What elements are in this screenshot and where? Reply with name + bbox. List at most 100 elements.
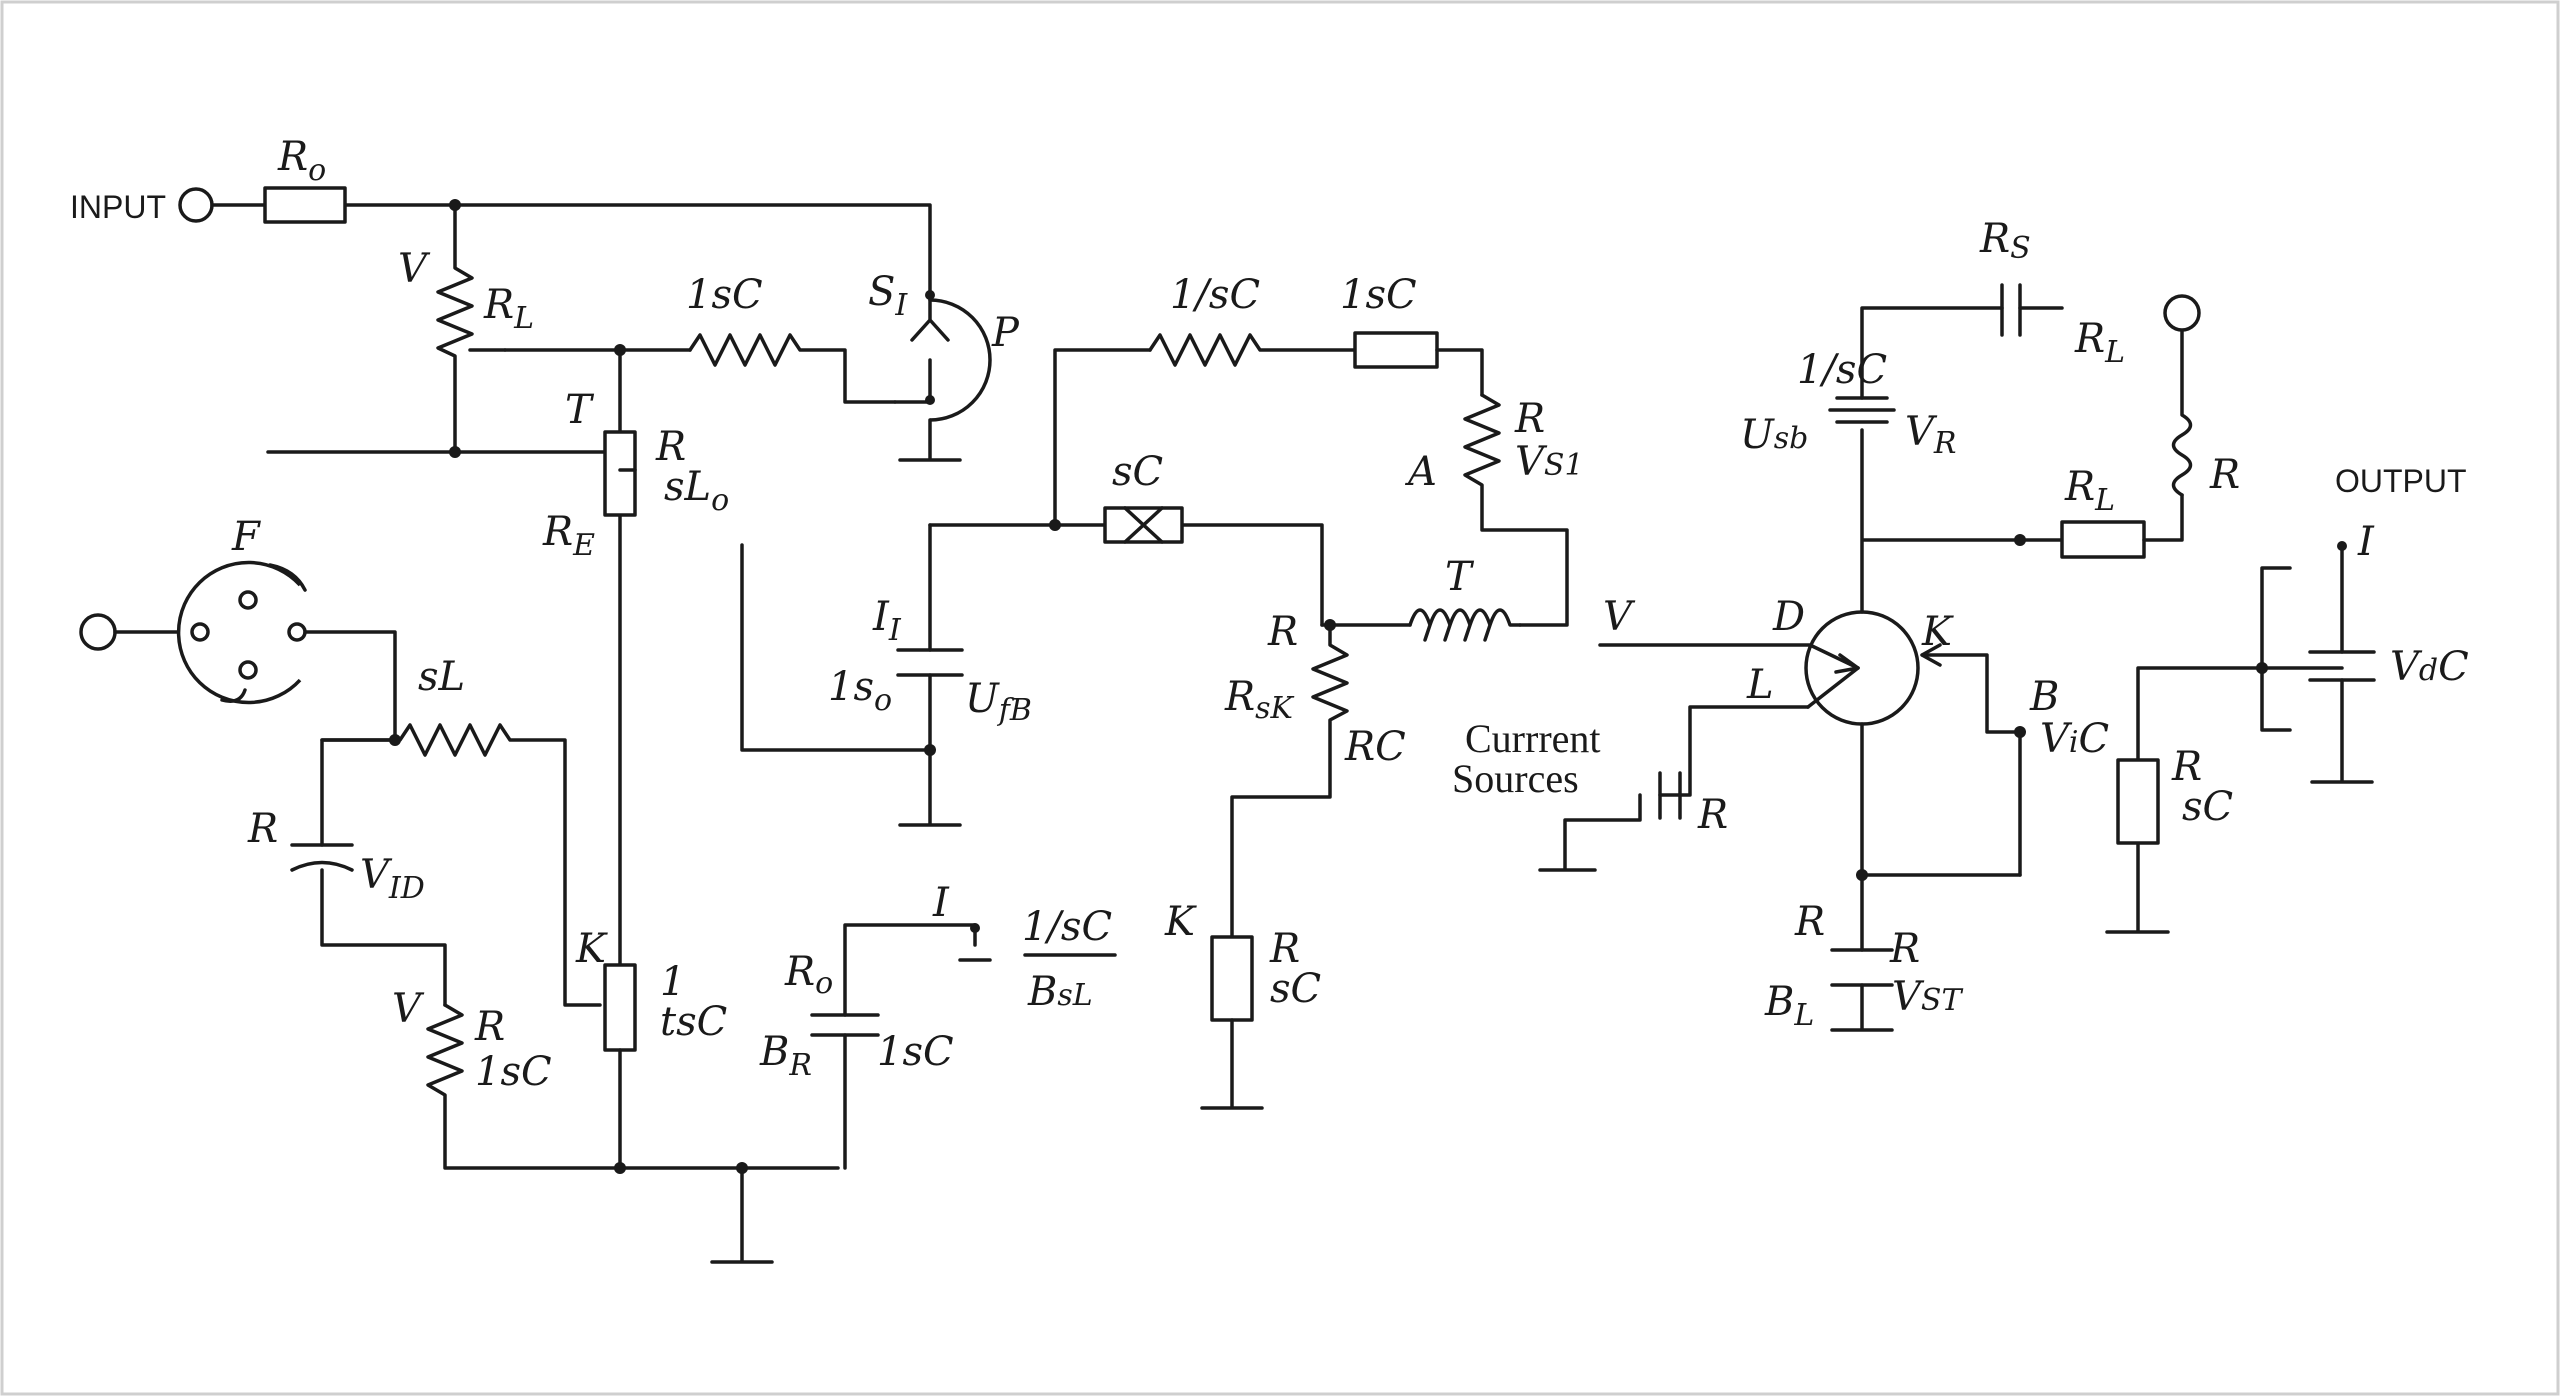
junction [970,923,980,933]
capacitor-b-r [810,1013,880,1037]
label-r-pot: R [1267,609,1298,655]
label-v-dc: VdC [2390,644,2469,690]
inductor-t [1408,608,1522,642]
label-r-bottom-right: R [1794,899,1825,945]
switch-contact [238,660,258,680]
wire [1920,643,1942,667]
input-terminal [178,187,214,223]
terminal-left [79,613,117,651]
resistor-1sc-top-mid [1353,331,1439,369]
label-1so: 1so [828,664,892,718]
wire [2142,493,2184,542]
potentiometer-k [603,963,637,1052]
wire [210,203,932,302]
wire [220,688,247,703]
label-v-bottom-left: V [392,986,425,1032]
label-r-mid: R [655,424,686,470]
capacitor-cs [1658,771,1682,820]
label-1sc-bottom: 1sC [877,1029,954,1075]
wire [910,298,950,342]
junction [736,1162,748,1174]
wire [928,348,1152,527]
label-b-right: B [2029,674,2059,720]
label-r-o: Ro [277,134,326,188]
junction [2337,541,2347,551]
junction [2014,726,2026,738]
wire [2310,548,2374,784]
junction [1856,869,1868,881]
wire [1923,653,2022,877]
resistor-r-o [263,186,347,224]
wire [1598,643,1860,670]
label-r-inductor: R [2209,452,2240,498]
wire [843,923,992,1170]
switch-contact [238,590,258,610]
label-u-sb: Usb [1740,412,1808,458]
label-v-st: VST [1892,974,1963,1020]
output-label: OUTPUT [2335,463,2467,499]
output-terminal-top [2163,294,2201,332]
wire [740,543,932,752]
label-i-output: I [2357,519,2375,565]
wire [1658,705,1810,797]
resistor-r-l-right [2060,520,2146,559]
label-p: P [991,310,1020,356]
capacitor-v-id [290,843,354,872]
label-u-fb: UfB [965,676,1032,728]
wire [1860,306,2064,400]
label-1-over-sc-top: 1/sC [1170,272,1260,318]
input-label: INPUT [70,189,166,225]
label-1sc-bottom-left: 1sC [475,1049,552,1095]
wire [1053,523,1324,627]
label-frac-den: BsL [1027,969,1093,1015]
potentiometer-r-sk [1230,623,1349,939]
wire [303,630,397,742]
label-d: D [1772,594,1805,640]
wire [320,738,447,1007]
label-t-mid: T [1445,554,1475,600]
label-r-right-top: R [1514,396,1545,442]
label-current-sources-1: Currrent [1465,716,1601,761]
label-t-left: T [565,387,595,433]
label-v-ic: ViC [2040,716,2109,762]
label-r-cs: R [1697,792,1728,838]
rotary-switch-f [176,560,302,705]
label-r-l: RL [483,282,534,336]
capacitor-r-s [2000,283,2022,337]
label-r-o-bottom: Ro [784,949,833,1001]
label-b-r: BR [759,1029,812,1083]
label-r-l-top-right: RL [2074,316,2125,370]
label-v-r: VR [1905,409,1956,461]
switch-p [929,298,992,422]
junction [449,199,461,211]
resistor-r-vs1 [1463,393,1569,627]
label-1sc-top-mid: 1sC [1340,272,1417,318]
transistor [1804,610,1920,726]
label-k-left: K [575,926,608,972]
wire [2105,666,2264,934]
wire [1806,666,1860,709]
label-v-mid: V [1603,594,1636,640]
label-rc: RC [1344,724,1406,770]
label-1sc-top-left: 1sC [686,272,763,318]
resistor-sl [320,723,602,1007]
label-i-small: I [932,880,950,926]
resistor-1-over-sc [1148,333,1357,367]
junction [925,290,935,300]
fuse-sc [1103,506,1184,544]
label-r-l-right: RL [2064,464,2115,518]
wire [1200,1018,1264,1110]
label-v-left: V [398,246,431,292]
label-v-s1: VS1 [1515,439,1584,485]
junction [614,1162,626,1174]
wire [710,1166,774,1264]
label-r-bottom-right-2: R [1889,926,1920,972]
label-tsc: tsC [660,999,727,1045]
label-frac-num: 1/sC [1022,904,1112,950]
junction [924,744,936,756]
wire [1435,348,1484,397]
label-a: A [1404,449,1437,495]
label-f: F [231,514,261,560]
label-b-l: BL [1764,979,1814,1033]
label-1-over-sc-right: 1/sC [1797,347,1887,393]
